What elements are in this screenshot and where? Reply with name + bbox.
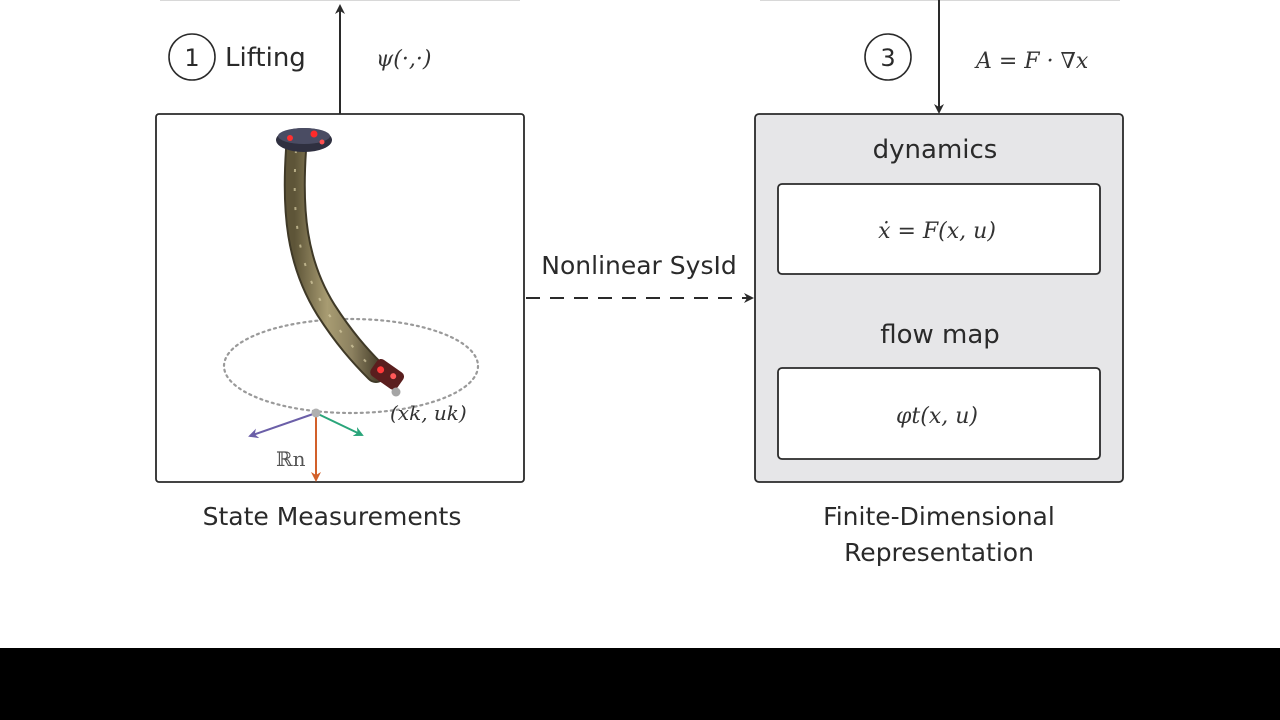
lift-function-expr: ψ(·,·) — [376, 47, 431, 72]
orbit-ellipse — [222, 317, 480, 415]
step-3-number: 3 — [880, 44, 895, 72]
space-label: ℝn — [276, 447, 306, 471]
flow-map-expr: φt(x, u) — [896, 404, 978, 429]
flow-map-title: flow map — [880, 320, 1000, 350]
state-measurement-box — [155, 113, 525, 483]
step-1-circle — [168, 33, 216, 81]
operator-expr: A = F · ∇x — [974, 49, 1089, 74]
sysid-label: Nonlinear SysId — [541, 251, 736, 280]
flow-map-box — [777, 367, 1101, 460]
dynamics-box — [777, 183, 1101, 275]
bottom-black-bar — [0, 648, 1280, 720]
axis-origin — [311, 408, 321, 418]
step-1-number: 1 — [184, 44, 199, 72]
axis-green — [315, 412, 364, 437]
representation-caption-line1: Finite-Dimensional — [823, 502, 1055, 531]
axis-purple — [248, 412, 317, 439]
step-3-circle — [864, 33, 912, 81]
dynamics-title: dynamics — [873, 135, 998, 165]
state-point — [391, 387, 401, 397]
representation-caption-line2: Representation — [844, 538, 1034, 567]
lifting-label: Lifting — [225, 43, 306, 73]
state-expr: (xk, uk) — [390, 401, 467, 425]
dynamics-expr: ẋ = F(x, u) — [878, 219, 996, 244]
soft-robot-image — [276, 128, 405, 390]
state-measurements-caption: State Measurements — [203, 502, 462, 531]
